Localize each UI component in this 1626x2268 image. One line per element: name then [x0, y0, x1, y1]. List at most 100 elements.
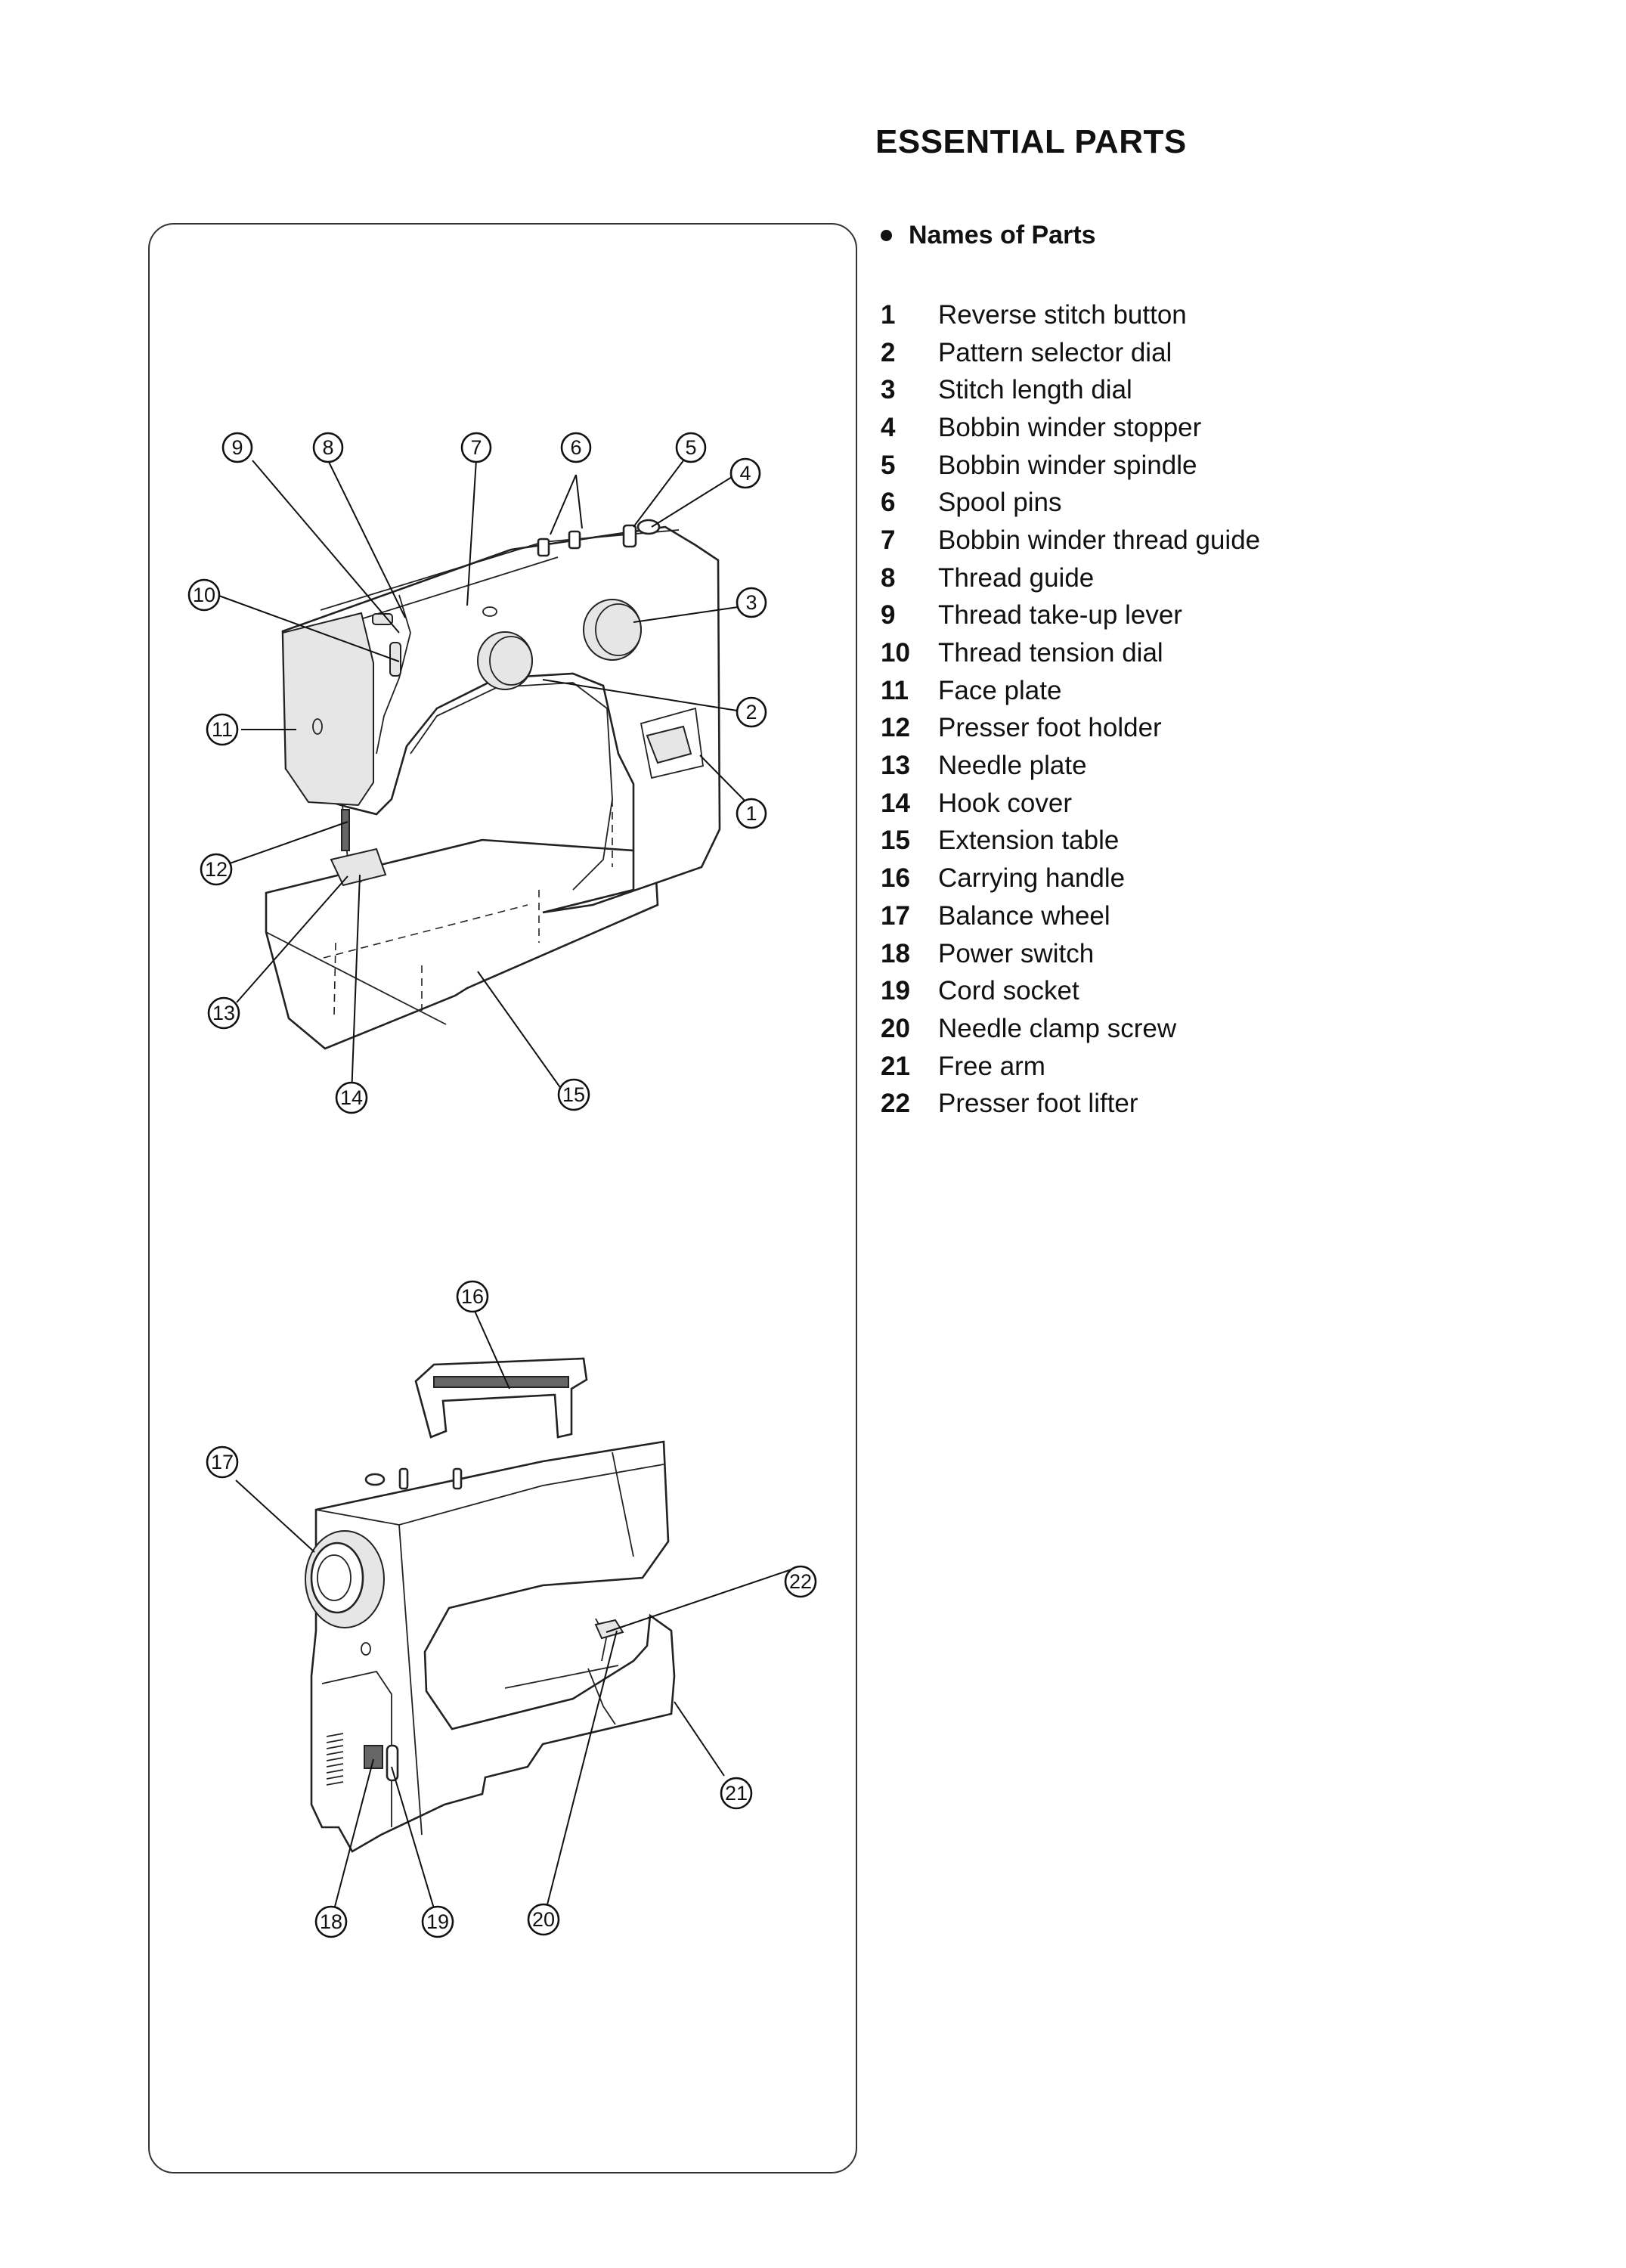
svg-text:15: 15	[562, 1083, 585, 1106]
part-number: 9	[881, 600, 896, 631]
part-number: 10	[881, 638, 910, 668]
part-name: Thread tension dial	[938, 638, 1163, 668]
part-name: Face plate	[938, 675, 1062, 705]
list-item: 16 Carrying handle	[881, 860, 1523, 897]
callout-11: 11	[206, 713, 239, 746]
svg-text:17: 17	[211, 1451, 234, 1473]
svg-text:3: 3	[745, 591, 757, 614]
front-machine-illustration	[265, 519, 721, 1050]
svg-text:12: 12	[205, 858, 228, 881]
part-number: 16	[881, 863, 910, 894]
callout-3: 3	[736, 587, 767, 618]
sewing-machine-diagram: 1 2 3 4 5 6 7 8 9 10 11 12 13 14 15 16 1…	[187, 432, 817, 1938]
part-number: 4	[881, 412, 896, 442]
part-number: 22	[881, 1089, 910, 1119]
section-heading: Names of Parts	[881, 221, 1096, 250]
page-title: ESSENTIAL PARTS	[875, 123, 1187, 160]
part-number: 20	[881, 1013, 910, 1043]
part-name: Thread take-up lever	[938, 600, 1182, 631]
part-name: Thread guide	[938, 562, 1095, 593]
svg-text:19: 19	[426, 1910, 449, 1933]
list-item: 5 Bobbin winder spindle	[881, 447, 1523, 485]
part-name: Bobbin winder spindle	[938, 450, 1197, 480]
callout-14: 14	[335, 1081, 368, 1114]
part-number: 14	[881, 788, 910, 818]
list-item: 9 Thread take-up lever	[881, 597, 1523, 635]
list-item: 8 Thread guide	[881, 559, 1523, 597]
svg-text:4: 4	[739, 462, 751, 485]
callout-15: 15	[557, 1078, 590, 1111]
part-number: 12	[881, 713, 910, 743]
callout-16: 16	[456, 1280, 489, 1313]
part-number: 15	[881, 826, 910, 856]
svg-text:2: 2	[745, 701, 757, 723]
part-number: 6	[881, 488, 896, 518]
svg-text:14: 14	[340, 1086, 363, 1109]
list-item: 7 Bobbin winder thread guide	[881, 522, 1523, 559]
callout-19: 19	[421, 1905, 454, 1938]
part-number: 5	[881, 450, 896, 480]
leader-lines	[216, 459, 792, 1922]
callout-20: 20	[527, 1903, 560, 1936]
callout-17: 17	[206, 1445, 239, 1479]
diagram-panel: 1 2 3 4 5 6 7 8 9 10 11 12 13 14 15 16 1…	[148, 223, 857, 2174]
svg-text:10: 10	[193, 584, 215, 606]
callout-2: 2	[736, 696, 767, 728]
part-name: Carrying handle	[938, 863, 1126, 894]
callout-5: 5	[675, 432, 707, 463]
callout-1: 1	[736, 798, 767, 829]
callout-18: 18	[314, 1905, 348, 1938]
callout-7: 7	[460, 432, 492, 463]
callout-6: 6	[560, 432, 592, 463]
part-number: 7	[881, 525, 896, 555]
svg-text:22: 22	[789, 1570, 812, 1593]
svg-text:11: 11	[212, 718, 233, 741]
part-name: Presser foot lifter	[938, 1089, 1138, 1119]
part-number: 18	[881, 938, 910, 968]
part-name: Free arm	[938, 1051, 1045, 1081]
part-number: 11	[881, 675, 909, 705]
callout-10: 10	[187, 578, 221, 612]
part-name: Reverse stitch button	[938, 299, 1187, 330]
part-name: Bobbin winder thread guide	[938, 525, 1261, 555]
svg-text:16: 16	[461, 1285, 484, 1308]
part-name: Cord socket	[938, 976, 1079, 1006]
list-item: 11 Face plate	[881, 672, 1523, 710]
bullet-icon	[881, 230, 892, 241]
callout-21: 21	[720, 1777, 753, 1810]
part-name: Extension table	[938, 826, 1120, 856]
part-number: 17	[881, 900, 910, 931]
part-name: Spool pins	[938, 488, 1062, 518]
part-name: Stitch length dial	[938, 375, 1132, 405]
part-name: Needle clamp screw	[938, 1013, 1177, 1043]
callout-13: 13	[207, 996, 240, 1030]
part-name: Hook cover	[938, 788, 1073, 818]
list-item: 22 Presser foot lifter	[881, 1085, 1523, 1123]
svg-text:18: 18	[320, 1910, 342, 1933]
svg-text:1: 1	[745, 802, 757, 825]
callout-12: 12	[200, 853, 233, 886]
svg-text:5: 5	[685, 436, 696, 459]
part-number: 8	[881, 562, 896, 593]
svg-text:7: 7	[470, 436, 482, 459]
list-item: 6 Spool pins	[881, 484, 1523, 522]
section-heading-label: Names of Parts	[909, 221, 1096, 249]
svg-text:20: 20	[532, 1908, 555, 1931]
list-item: 10 Thread tension dial	[881, 634, 1523, 672]
svg-text:8: 8	[322, 436, 333, 459]
part-name: Bobbin winder stopper	[938, 412, 1202, 442]
callout-8: 8	[312, 432, 344, 463]
part-number: 21	[881, 1051, 910, 1081]
part-number: 13	[881, 751, 910, 781]
part-name: Power switch	[938, 938, 1095, 968]
part-number: 3	[881, 375, 896, 405]
list-item: 21 Free arm	[881, 1048, 1523, 1086]
callout-4: 4	[729, 457, 761, 489]
list-item: 15 Extension table	[881, 823, 1523, 860]
list-item: 14 Hook cover	[881, 785, 1523, 823]
